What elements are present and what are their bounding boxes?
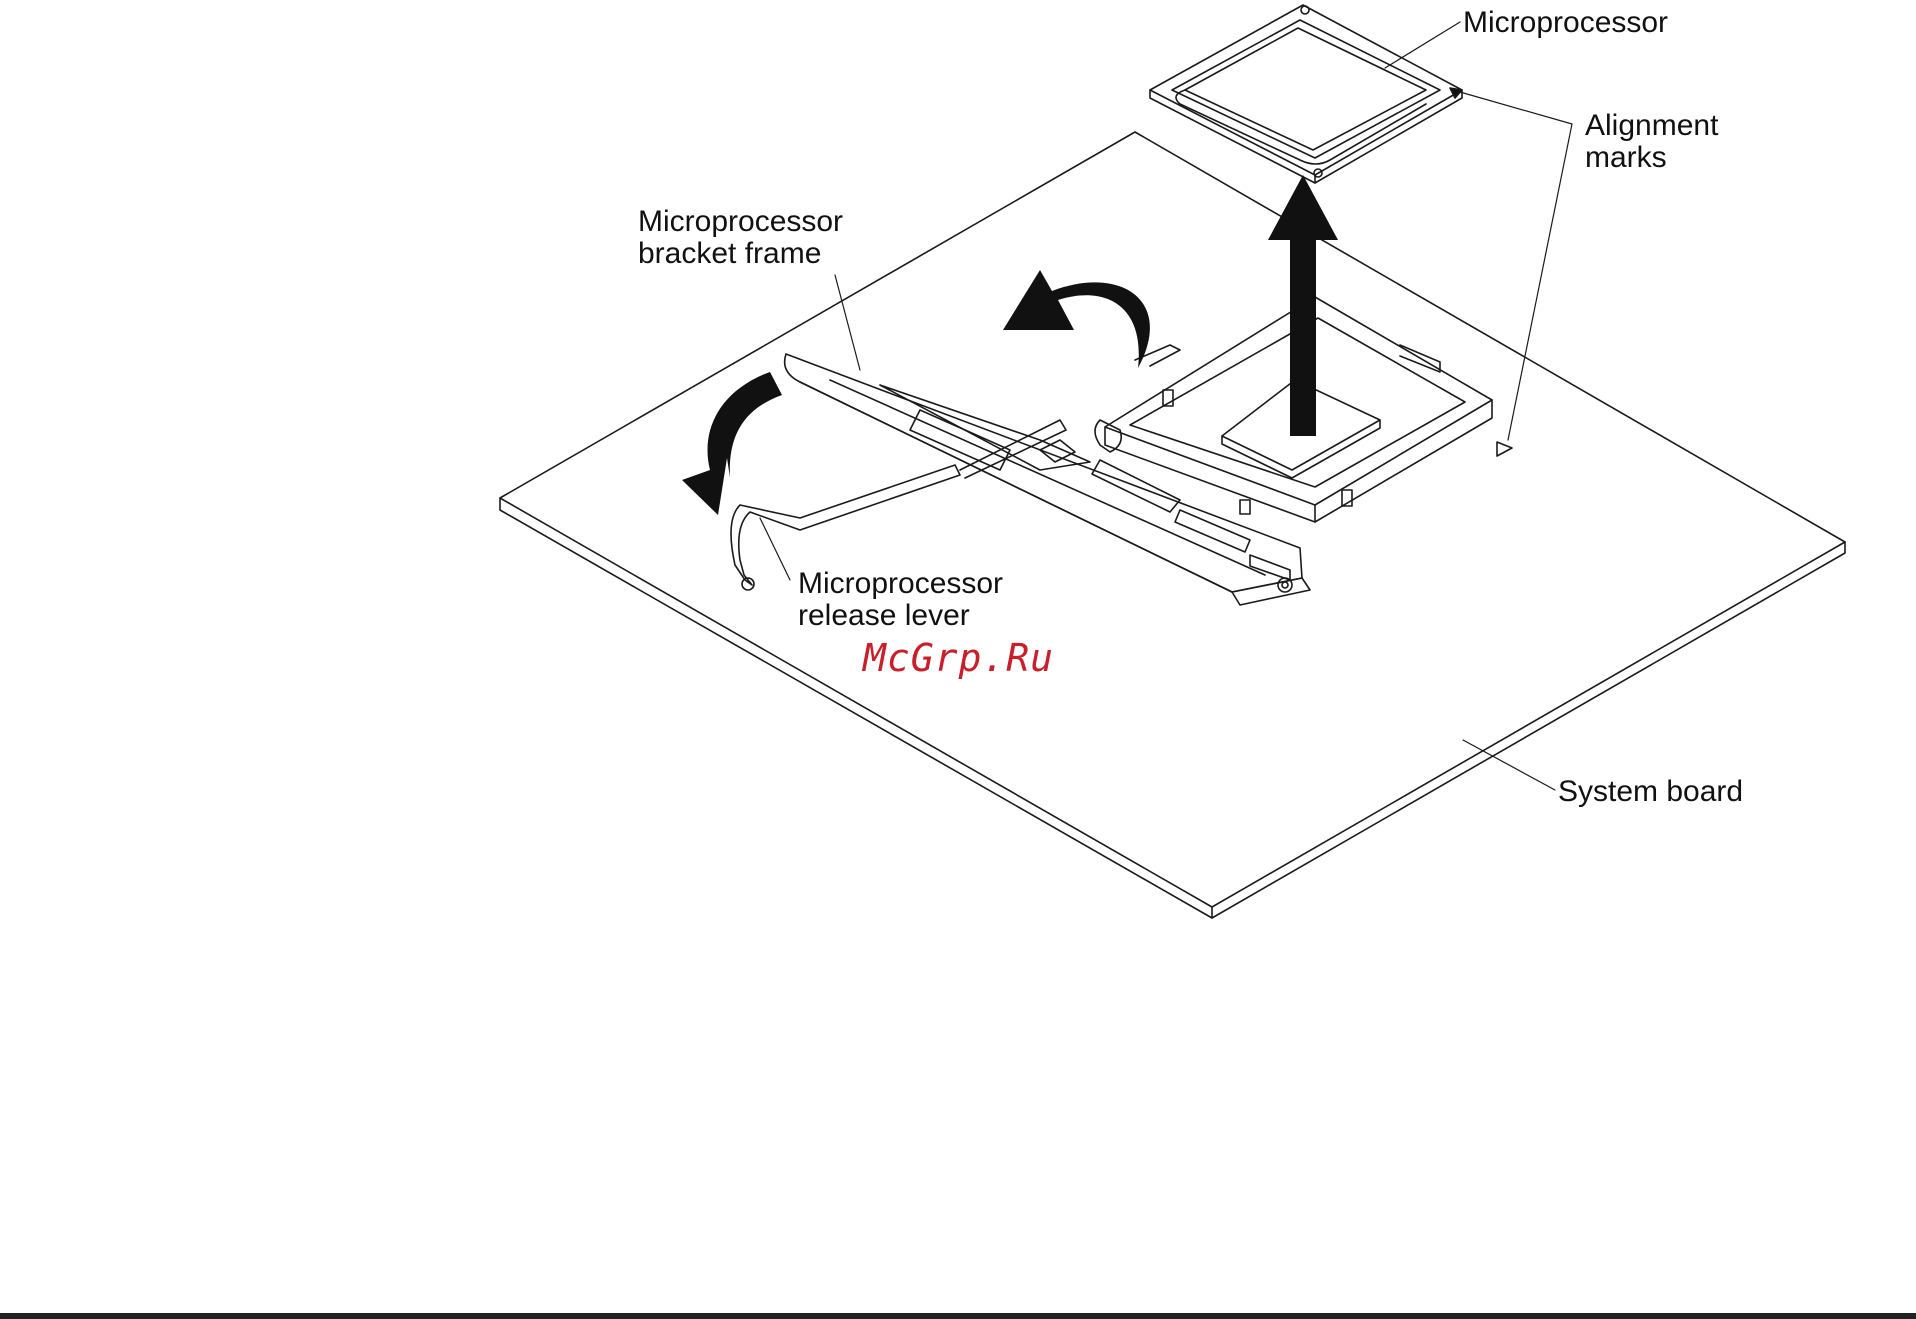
label-bracket-frame: Microprocessor bracket frame	[638, 206, 843, 270]
label-release-lever: Microprocessor release lever	[798, 568, 1003, 632]
label-microprocessor: Microprocessor	[1463, 7, 1668, 39]
page-bottom-rule	[0, 1313, 1916, 1319]
label-system-board: System board	[1558, 776, 1743, 808]
watermark: McGrp.Ru	[863, 636, 1054, 680]
label-alignment-marks: Alignment marks	[1585, 110, 1718, 174]
microprocessor	[1150, 5, 1462, 183]
